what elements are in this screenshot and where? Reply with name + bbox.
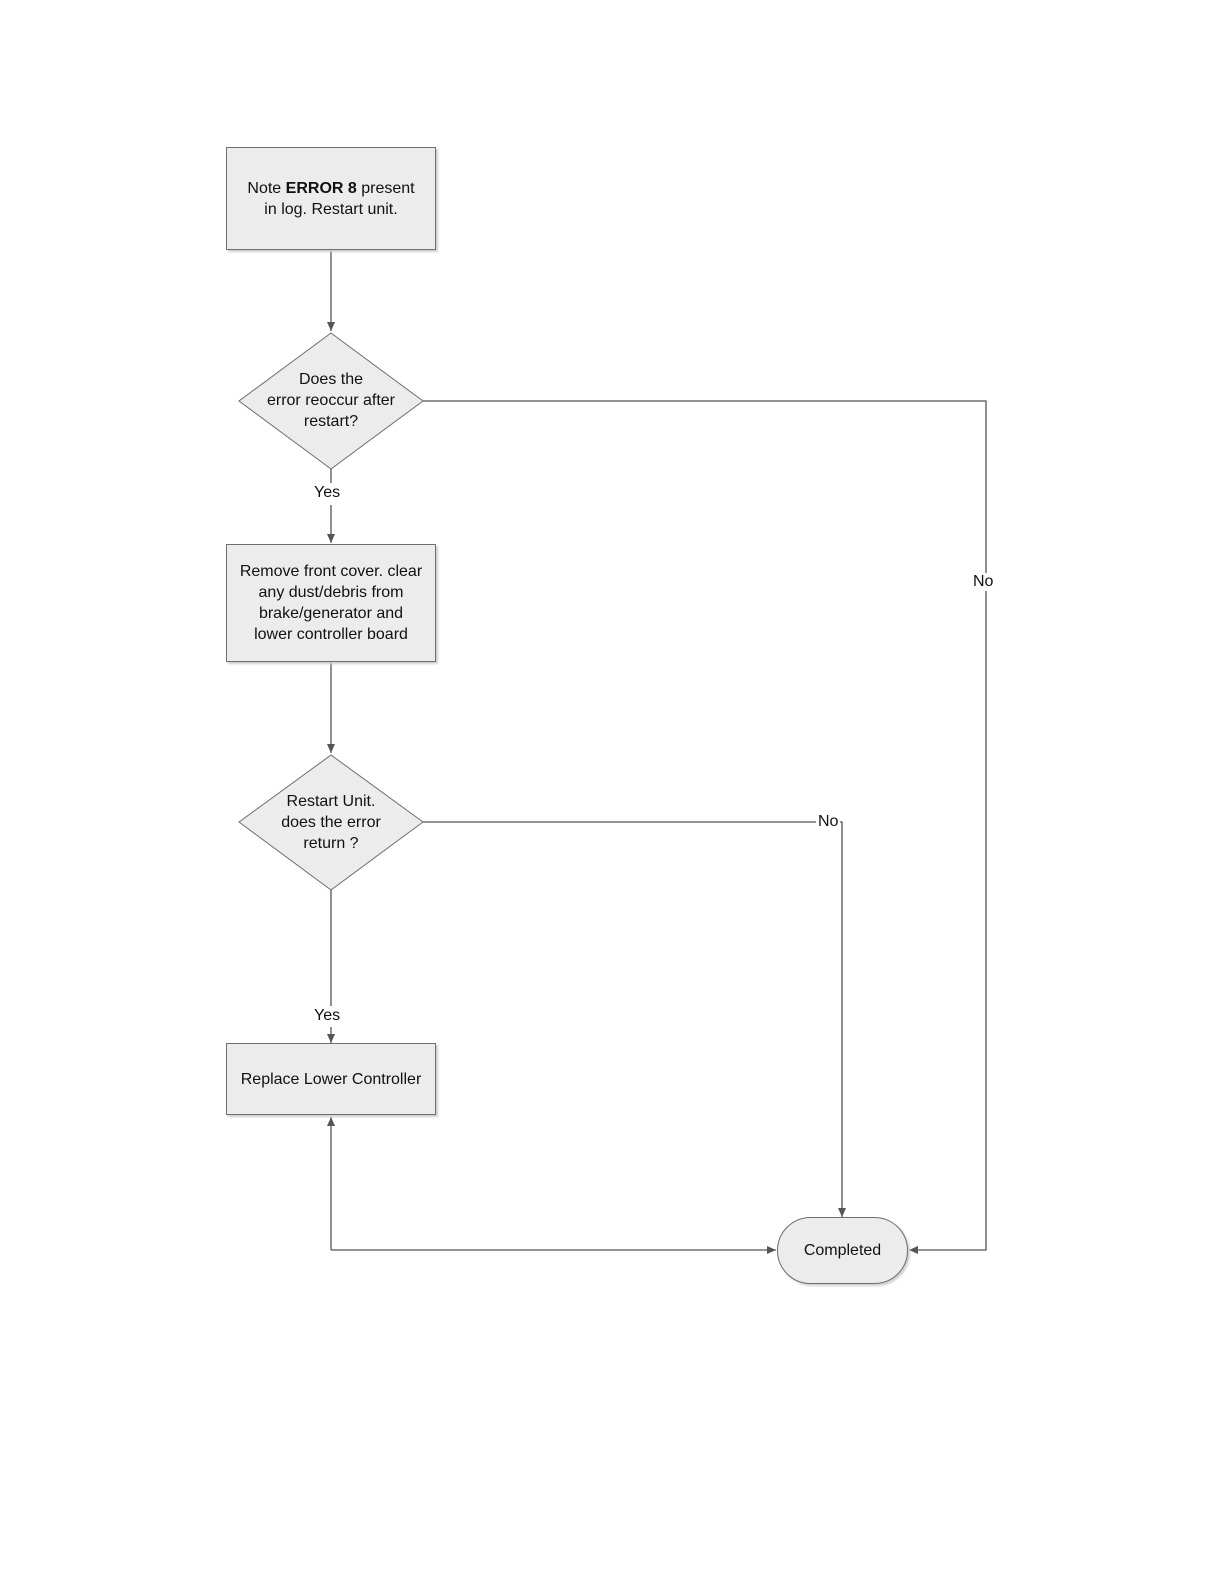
start-prefix: Note bbox=[247, 180, 285, 197]
process1-node: Remove front cover. clear any dust/debri… bbox=[226, 544, 436, 662]
decision2-line2: does the error bbox=[239, 812, 423, 833]
start-line1-rest: present bbox=[357, 180, 415, 197]
process2-label: Replace Lower Controller bbox=[241, 1069, 422, 1090]
end-node: Completed bbox=[777, 1217, 908, 1284]
process1-line3: brake/generator and bbox=[240, 603, 422, 624]
decision2-line3: return ? bbox=[239, 833, 423, 854]
process1-line2: any dust/debris from bbox=[240, 582, 422, 603]
process1-line1: Remove front cover. clear bbox=[240, 561, 422, 582]
decision2-line1: Restart Unit. bbox=[239, 791, 423, 812]
decision1-line3: restart? bbox=[239, 411, 423, 432]
decision1-text: Does the error reoccur after restart? bbox=[239, 369, 423, 432]
decision1-line2: error reoccur after bbox=[239, 390, 423, 411]
edge-label-d2-yes: Yes bbox=[312, 1007, 342, 1025]
process1-line4: lower controller board bbox=[240, 624, 422, 645]
start-node: Note ERROR 8 present in log. Restart uni… bbox=[226, 147, 436, 250]
edge-label-d1-yes: Yes bbox=[312, 484, 342, 502]
start-node-text: Note ERROR 8 present in log. Restart uni… bbox=[247, 178, 414, 220]
start-line2: in log. Restart unit. bbox=[264, 201, 397, 218]
edge-label-d2-no: No bbox=[816, 813, 840, 831]
edge-label-d1-no: No bbox=[971, 573, 995, 591]
end-label: Completed bbox=[804, 1240, 881, 1261]
process1-text: Remove front cover. clear any dust/debri… bbox=[240, 561, 422, 645]
start-error-code: ERROR 8 bbox=[286, 180, 357, 197]
edge-decision1-no bbox=[423, 401, 986, 1250]
process2-node: Replace Lower Controller bbox=[226, 1043, 436, 1115]
decision2-text: Restart Unit. does the error return ? bbox=[239, 791, 423, 854]
edge-decision2-no bbox=[423, 822, 842, 1217]
decision1-line1: Does the bbox=[239, 369, 423, 390]
